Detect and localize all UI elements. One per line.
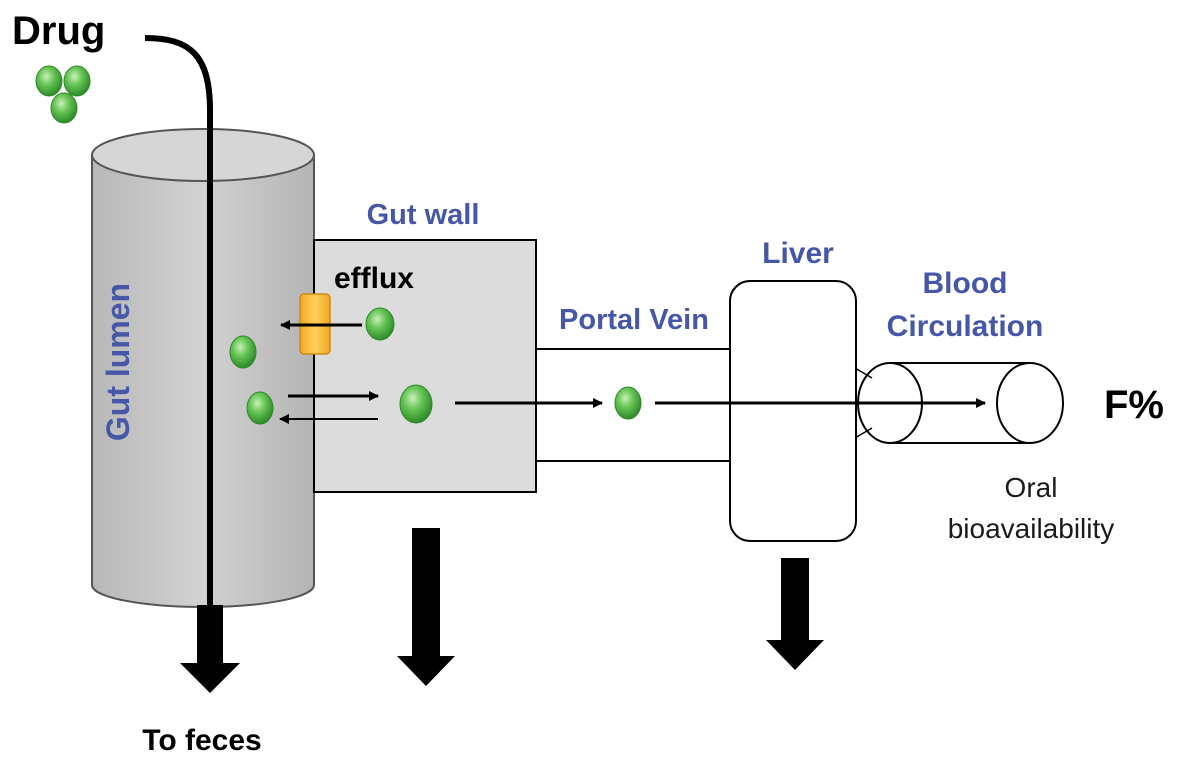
gut-wall-box (313, 239, 537, 493)
drug-particles-cluster (35, 65, 91, 124)
drug-particle-icon (35, 65, 63, 97)
drug-particle-icon (229, 335, 257, 369)
oral-bioavailability-label-line2: bioavailability (948, 513, 1115, 544)
gut-wall-label: Gut wall (367, 199, 480, 231)
liver-metabolism-arrow (766, 558, 824, 670)
blood-circulation-label-line1: Blood (923, 267, 1008, 300)
to-feces-label: To feces (142, 724, 262, 757)
blood-circulation-label-line2: Circulation (887, 310, 1044, 343)
drug-particle-icon (399, 384, 433, 424)
drug-particle-icon (614, 386, 642, 420)
drug-particle-icon (246, 391, 274, 425)
gut-lumen-label: Gut lumen (100, 283, 136, 441)
drug-particle-icon (63, 65, 91, 97)
oral-bioavailability-label-line1: Oral (1005, 472, 1058, 503)
portal-vein-label: Portal Vein (559, 304, 709, 336)
drug-label: Drug (12, 9, 105, 53)
f-percent-label: F% (1104, 383, 1164, 427)
drug-transit-path (144, 35, 213, 610)
drug-particle-icon (365, 307, 395, 341)
liver-label: Liver (762, 237, 834, 270)
efflux-label: efflux (334, 262, 414, 295)
gut-lumen-cylinder (91, 128, 315, 608)
liver-box (729, 280, 857, 542)
feces-elimination-arrow (180, 605, 240, 693)
drug-particle-icon (50, 92, 78, 124)
gut-wall-metabolism-arrow (397, 528, 455, 686)
